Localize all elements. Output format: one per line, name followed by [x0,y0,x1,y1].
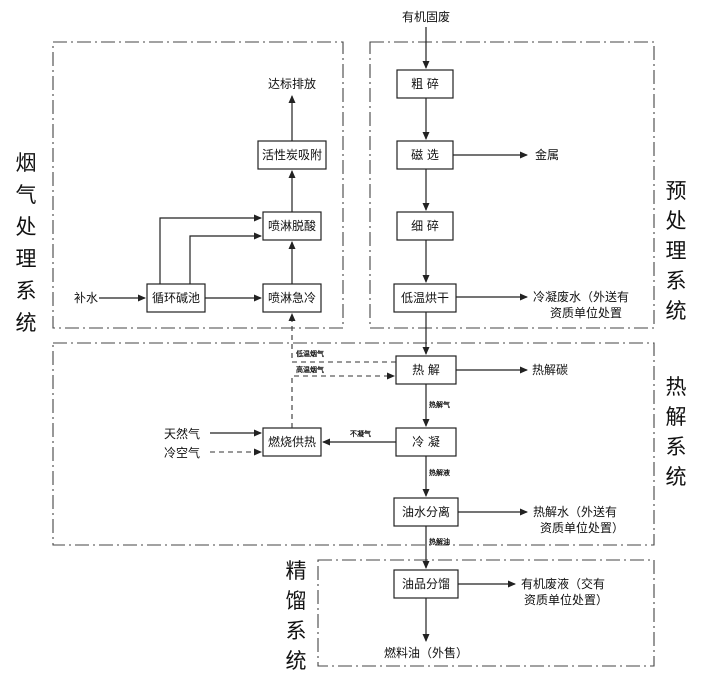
organic-waste-label-1: 有机废液（交有 [521,576,605,591]
pretreatment-system-region [369,41,655,329]
distillation-system-region [317,559,655,667]
svg-text:低温烘干: 低温烘干 [401,291,449,305]
svg-text:系: 系 [666,435,687,459]
svg-text:喷淋急冷: 喷淋急冷 [268,290,316,305]
svg-text:处: 处 [16,215,37,239]
coarse-crush-box: 粗 碎 [396,69,454,99]
svg-text:系: 系 [286,619,307,643]
combustion-heat-box: 燃烧供热 [262,427,322,457]
low-temp-gas-label: 低温烟气 [295,349,324,358]
svg-text:磁 选: 磁 选 [411,147,439,162]
pyrolysis-water-label-2: 资质单位处置） [540,520,624,535]
svg-text:热 解: 热 解 [412,363,440,377]
svg-text:冷 凝: 冷 凝 [412,434,440,449]
magnetic-separation-box: 磁 选 [396,140,454,170]
high-temp-gas-label: 高温烟气 [296,365,324,374]
organic-waste-label-2: 资质单位处置） [524,592,608,607]
svg-text:预: 预 [666,179,687,203]
flue-gas-system-region [52,41,344,329]
condense-box: 冷 凝 [395,427,457,457]
svg-text:统: 统 [666,299,687,323]
svg-text:气: 气 [16,183,37,207]
pyrolysis-box: 热 解 [395,355,457,385]
svg-text:燃烧供热: 燃烧供热 [268,434,316,449]
distillation-system-title: 精 馏 系 统 [286,559,307,673]
discharge-label: 达标排放 [268,76,316,91]
metal-label: 金属 [535,147,559,162]
svg-text:理: 理 [16,247,37,271]
svg-text:系: 系 [16,279,37,303]
noncondensable-gas-label: 不凝气 [350,429,371,438]
svg-text:活性炭吸附: 活性炭吸附 [262,148,322,162]
low-temp-dry-box: 低温烘干 [393,283,457,313]
svg-text:油水分离: 油水分离 [402,504,450,519]
svg-text:统: 统 [16,311,37,335]
svg-text:喷淋脱酸: 喷淋脱酸 [268,218,316,233]
condensate-water-label-2: 资质单位处置 [550,305,622,320]
oil-water-separation-box: 油水分离 [393,497,459,527]
pyrolysis-water-label-1: 热解水（外送有 [533,504,617,519]
activated-carbon-box: 活性炭吸附 [257,140,327,170]
pyrolysis-system-region [52,342,655,546]
svg-text:油品分馏: 油品分馏 [402,577,450,591]
pyrolysis-carbon-label: 热解碳 [532,363,568,377]
svg-text:精: 精 [286,559,307,583]
fuel-oil-label: 燃料油（外售） [384,645,468,660]
svg-text:解: 解 [666,405,687,429]
cold-air-label: 冷空气 [164,445,200,460]
oil-fractionation-box: 油品分馏 [393,569,459,599]
svg-text:循环碱池: 循环碱池 [152,291,200,305]
flue-gas-system-title: 烟 气 处 理 系 统 [16,151,37,335]
fine-crush-box: 细 碎 [396,211,454,241]
svg-text:统: 统 [286,649,307,673]
circulating-alkali-pool-box: 循环碱池 [146,283,206,313]
svg-text:烟: 烟 [16,151,37,175]
pyrolysis-gas-label: 热解气 [429,400,450,409]
svg-text:统: 统 [666,465,687,489]
svg-text:粗 碎: 粗 碎 [411,76,439,91]
makeup-water-label: 补水 [74,291,98,305]
condensate-water-label-1: 冷凝废水（外送有 [533,289,629,304]
natural-gas-label: 天然气 [164,426,200,441]
pretreatment-system-title: 预 处 理 系 统 [666,179,687,323]
svg-text:热: 热 [666,375,687,399]
svg-text:系: 系 [666,269,687,293]
pyrolysis-oil-label: 热解油 [429,537,450,546]
svg-text:处: 处 [666,209,687,233]
pyrolysis-liquid-label: 热解液 [429,468,451,477]
spray-deacid-box: 喷淋脱酸 [262,211,322,241]
pyrolysis-system-title: 热 解 系 统 [666,375,687,489]
input-label: 有机固废 [402,9,450,24]
spray-quench-box: 喷淋急冷 [262,283,322,313]
svg-text:细 碎: 细 碎 [411,218,439,233]
svg-text:理: 理 [666,239,687,263]
svg-text:馏: 馏 [286,589,307,613]
